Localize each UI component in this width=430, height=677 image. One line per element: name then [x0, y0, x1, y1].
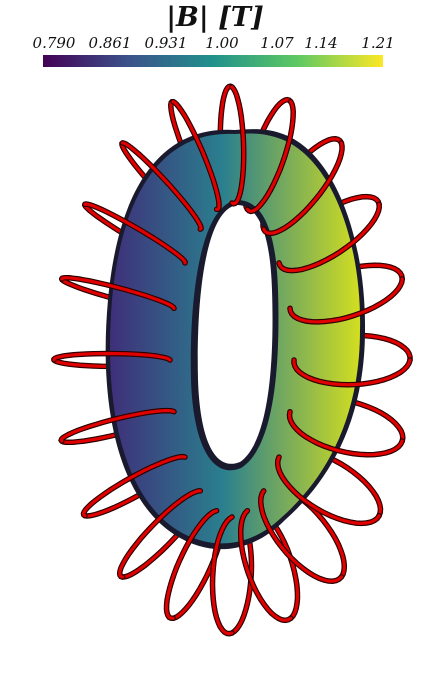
colorbar-gradient [43, 55, 383, 67]
coil-19-front [288, 277, 404, 324]
colorbar-tick-5: 1.14 [304, 34, 338, 52]
coil-18-front [277, 202, 381, 273]
coil-15-front [230, 85, 246, 206]
colorbar-tick-4: 1.07 [260, 34, 294, 52]
coil-16-front [245, 100, 295, 214]
coil-4-front [239, 509, 293, 622]
coil-14-front [171, 100, 221, 211]
coil-1-front [287, 410, 404, 457]
plasma-surface [105, 129, 366, 550]
coil-3-front [259, 489, 343, 583]
colorbar-tick-1: 0.861 [88, 34, 132, 52]
coil-10-front [52, 351, 172, 362]
colorbar-tick-2: 0.931 [144, 34, 188, 52]
coil-6-front [164, 509, 219, 620]
coil-12-front [83, 202, 187, 265]
colorbar-tick-0: 0.790 [32, 34, 76, 52]
coil-9-front [59, 408, 176, 443]
coil-11-front [60, 276, 176, 310]
colorbar-tick-3: 1.00 [205, 34, 239, 52]
coil-0-front [292, 358, 412, 387]
colorbar-tick-6: 1.21 [361, 34, 395, 52]
colorbar-title: |B| [T] [166, 2, 264, 33]
coil-8-front [81, 455, 187, 518]
coil-17-front [262, 141, 344, 235]
coil-7-front [118, 489, 202, 579]
coil-2-front [276, 455, 381, 526]
coil-5-front [210, 515, 234, 636]
coil-13-front [121, 141, 203, 231]
coils-front [51, 84, 413, 637]
